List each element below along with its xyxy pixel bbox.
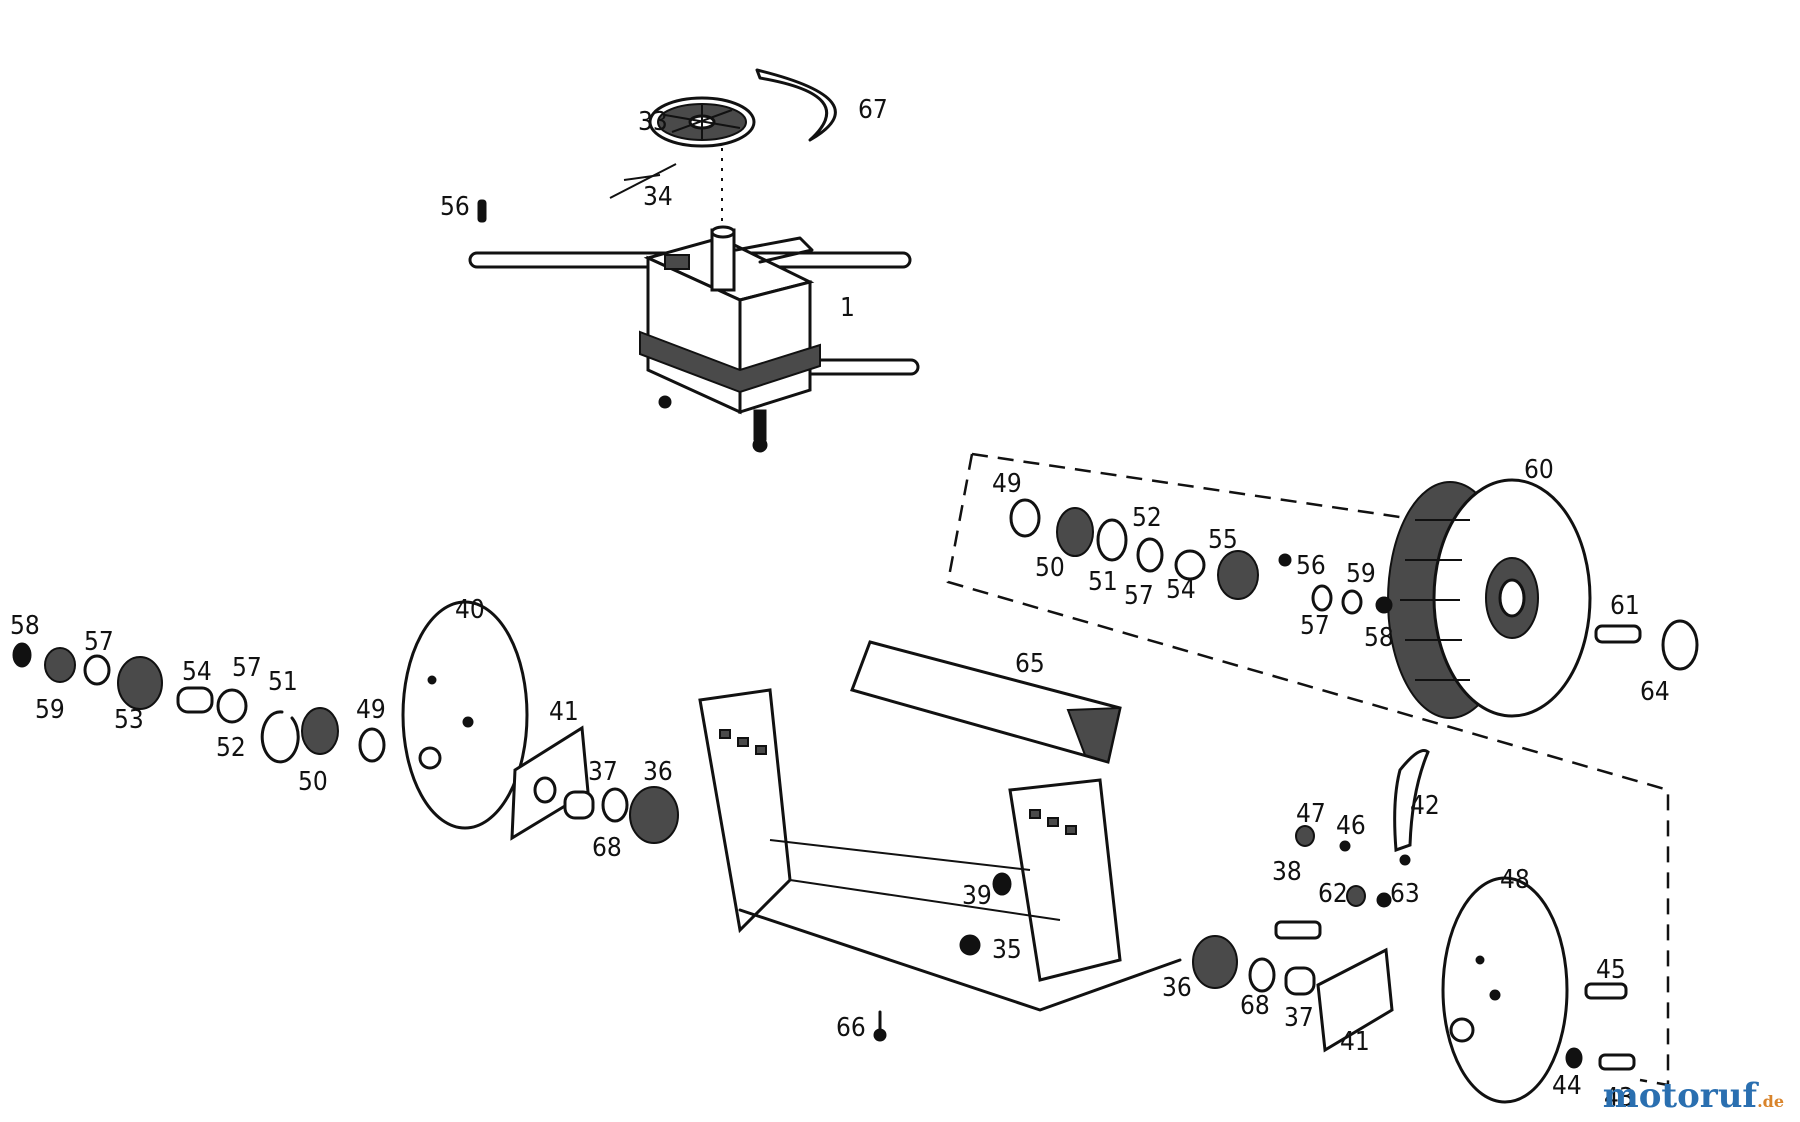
label-66: 66 xyxy=(836,1013,866,1043)
label-35: 35 xyxy=(992,935,1022,965)
watermark-logo: motoruf.de xyxy=(1603,1076,1784,1116)
part-labels: 33 67 34 56 1 49 60 52 55 50 51 57 54 56… xyxy=(10,95,1670,1113)
hubcap-48 xyxy=(1441,876,1569,1104)
label-67: 67 xyxy=(858,95,888,125)
label-56: 56 xyxy=(1296,551,1326,581)
label-52: 52 xyxy=(216,733,246,763)
label-57: 57 xyxy=(1300,611,1330,641)
deck-frame xyxy=(698,688,1182,1042)
label-45: 45 xyxy=(1596,955,1626,985)
label-55: 55 xyxy=(1208,525,1238,555)
label-44: 44 xyxy=(1552,1071,1582,1101)
label-37: 37 xyxy=(588,757,618,787)
label-33: 33 xyxy=(638,107,668,137)
label-40: 40 xyxy=(455,595,485,625)
label-48: 48 xyxy=(1500,865,1530,895)
bushing-36-37-right xyxy=(1192,935,1316,996)
label-49: 49 xyxy=(356,695,386,725)
label-34: 34 xyxy=(643,182,673,212)
label-41: 41 xyxy=(549,697,579,727)
label-58: 58 xyxy=(1364,623,1394,653)
label-56: 56 xyxy=(440,192,470,222)
label-61: 61 xyxy=(1610,591,1640,621)
label-54: 54 xyxy=(1166,575,1196,605)
adjuster-lever-42 xyxy=(1393,749,1430,866)
left-drive-parts xyxy=(12,642,386,764)
label-51: 51 xyxy=(268,667,298,697)
label-54: 54 xyxy=(182,657,212,687)
plate-41-right xyxy=(1316,947,1394,1053)
pulley-33 xyxy=(648,96,756,148)
belt-guide-67 xyxy=(755,68,837,142)
label-41: 41 xyxy=(1340,1027,1370,1057)
wheel-assembly-outline xyxy=(946,452,1670,1087)
label-57: 57 xyxy=(232,653,262,683)
small-fasteners xyxy=(1274,825,1636,1071)
hubcap-40 xyxy=(401,600,529,830)
label-43: 43 xyxy=(1604,1083,1634,1113)
label-68: 68 xyxy=(1240,991,1270,1021)
label-37: 37 xyxy=(1284,1003,1314,1033)
label-59: 59 xyxy=(1346,559,1376,589)
label-60: 60 xyxy=(1524,455,1554,485)
label-58: 58 xyxy=(10,611,40,641)
label-51: 51 xyxy=(1088,567,1118,597)
label-52: 52 xyxy=(1132,503,1162,533)
label-62: 62 xyxy=(1318,879,1348,909)
wheel-60 xyxy=(1387,478,1592,719)
label-59: 59 xyxy=(35,695,65,725)
watermark-brand: motoruf xyxy=(1602,1076,1758,1116)
watermark-tld: .de xyxy=(1757,1092,1784,1111)
label-63: 63 xyxy=(1390,879,1420,909)
key-34 xyxy=(609,163,677,199)
label-47: 47 xyxy=(1296,799,1326,829)
label-65: 65 xyxy=(1015,649,1045,679)
label-46: 46 xyxy=(1336,811,1366,841)
wheel-hub-parts xyxy=(1009,498,1699,671)
label-39: 39 xyxy=(962,881,992,911)
label-49: 49 xyxy=(992,469,1022,499)
label-42: 42 xyxy=(1410,791,1440,821)
bushing-37-left xyxy=(563,786,679,844)
label-57: 57 xyxy=(84,627,114,657)
label-36: 36 xyxy=(643,757,673,787)
label-50: 50 xyxy=(298,767,328,797)
label-53: 53 xyxy=(114,705,144,735)
label-1: 1 xyxy=(840,293,855,323)
label-50: 50 xyxy=(1035,553,1065,583)
label-64: 64 xyxy=(1640,677,1670,707)
gearbox-1 xyxy=(468,199,920,453)
handle-cover-65 xyxy=(850,640,1122,764)
label-36: 36 xyxy=(1162,973,1192,1003)
label-68: 68 xyxy=(592,833,622,863)
label-38: 38 xyxy=(1272,857,1302,887)
label-57: 57 xyxy=(1124,581,1154,611)
